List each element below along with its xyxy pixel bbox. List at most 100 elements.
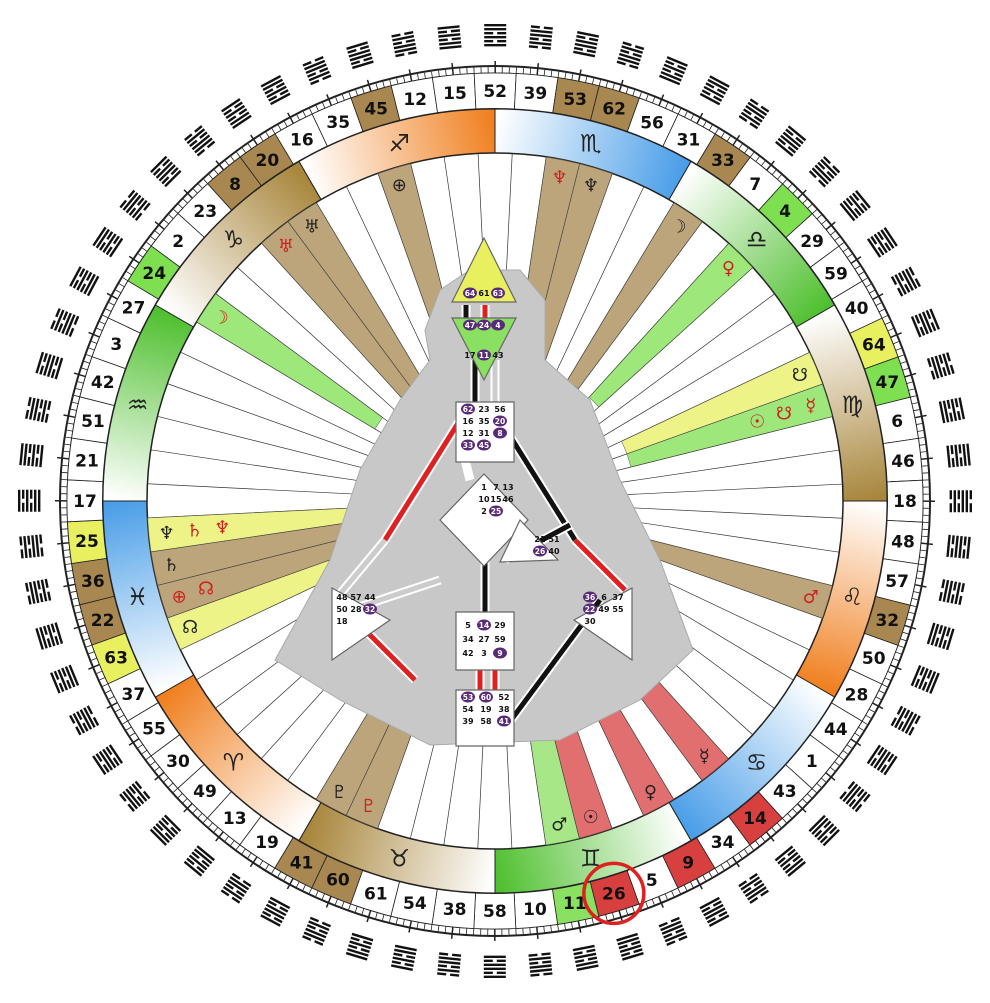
tick-mark [277,871,282,877]
tick-mark [830,231,836,236]
tick-mark [118,714,125,719]
zodiac-sign-icon: ♈ [223,749,245,777]
tick-mark [192,808,198,814]
gate-number: 21 [75,452,99,472]
tick-mark [892,658,899,662]
tick-mark [858,726,864,731]
tick-mark [892,341,899,345]
tick-mark [651,898,655,905]
tick-mark [146,241,152,247]
tick-mark [904,624,917,630]
hexagram-icon [24,578,52,605]
tick-mark [865,283,872,288]
tick-mark [142,247,148,252]
tick-mark [431,71,433,78]
gate-number: 8 [229,175,241,195]
spoke-line [237,266,407,421]
planet-icon: ☽ [670,217,686,238]
active-gate-badge [477,439,491,451]
tick-mark [163,777,169,782]
tick-mark [914,583,927,588]
tick-mark [797,189,807,200]
hexagram-icon [616,41,645,70]
active-gate-badge [583,591,597,603]
tick-mark [445,69,447,76]
tick-mark [63,450,70,453]
hexagram-icon [926,622,955,651]
highlight-circle [582,861,646,926]
tick-mark [890,664,902,671]
tick-mark [858,271,864,276]
tick-mark [875,696,882,700]
tick-mark [792,808,797,814]
bodygraph-gate-label: 18 [336,617,348,626]
tick-mark [657,896,664,908]
gate-number: 5 [646,871,658,891]
active-gate-badge [493,427,507,439]
spoke-line [157,415,379,473]
bodygraph-gate-label: 31 [478,429,490,438]
tick-mark [842,248,849,253]
channel [333,538,387,602]
tick-mark [91,657,98,661]
tick-mark [235,844,241,850]
ajna-center [451,317,517,382]
tick-mark [911,597,918,601]
hexagram-icon [775,125,807,157]
tick-mark [241,848,246,854]
planet-icon: ♄ [186,520,202,541]
solar-plexus-center [572,586,633,662]
tick-mark [214,169,219,175]
bodygraph-gate-label: 13 [502,483,513,492]
tick-mark [884,321,891,325]
hexagram-icon [184,125,216,157]
gate-number: 19 [255,833,279,853]
bodygraph-gate-label: 38 [498,705,510,714]
tick-mark [625,87,629,94]
tick-mark [850,256,862,264]
tick-mark [355,89,358,96]
tick-mark [88,347,95,351]
gate-number: 33 [711,151,735,171]
tick-mark [88,331,100,338]
planet-icon: ♆ [583,175,599,196]
hexagram-icon [839,781,871,813]
tick-mark [702,121,707,128]
tick-mark [389,79,392,86]
bodygraph-gate-label: 35 [478,417,490,426]
tick-mark [638,92,642,99]
activation-wedge [196,293,384,430]
tick-mark [315,105,319,112]
bodygraph-gate-label: 23 [478,405,489,414]
tick-mark [897,644,904,648]
tick-mark [57,456,70,460]
tick-mark [564,72,567,79]
active-gate-badge [491,319,505,331]
gate-number: 50 [862,649,886,669]
head-center [451,236,517,303]
tick-mark [918,563,925,566]
bodygraph-gate-label: 39 [462,717,474,726]
tick-mark [887,671,894,675]
hexagram-icon [774,845,806,877]
tick-mark [197,812,203,818]
tick-mark [695,878,703,890]
hexagram-icon [483,955,506,979]
hexagram-icon [50,308,80,338]
active-gate-badge [477,349,491,361]
gate-number: 38 [443,900,467,920]
planet-icon: ☿ [699,746,710,767]
bodygraph-gate-label: 61 [478,289,490,298]
gate-number: 54 [403,894,427,914]
gate-number: 20 [256,151,280,171]
bodygraph-gate-label: 17 [464,351,475,360]
tick-mark [249,856,258,868]
tick-mark [296,881,300,888]
tick-mark [182,798,188,803]
tick-mark [760,836,765,842]
tick-mark [714,867,719,874]
gate-number: 18 [893,492,917,512]
gate-number: 56 [640,113,664,133]
tick-mark [611,912,615,919]
active-gate-badge [491,287,505,299]
